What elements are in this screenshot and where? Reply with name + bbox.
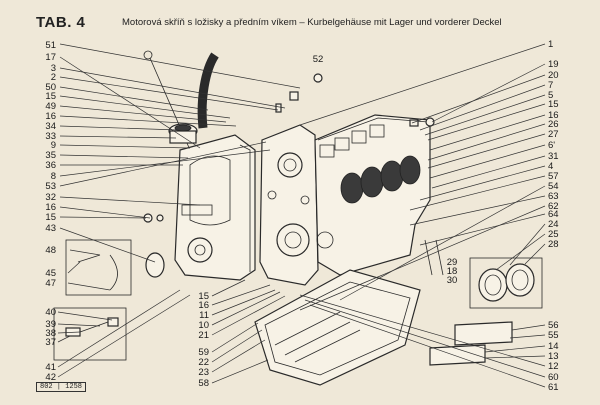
callout-right-10: 31 <box>548 151 559 162</box>
callout-bottom-7: 23 <box>198 367 209 378</box>
callout-left-23: 39 <box>45 319 56 330</box>
callout-right-13: 54 <box>548 181 559 192</box>
gasket-plate <box>259 124 319 286</box>
callout-right-2: 20 <box>548 70 559 81</box>
callout-labels: 5117325015491634339353685332161543484547… <box>45 39 558 393</box>
callout-right-5: 15 <box>548 99 559 110</box>
callout-left-14: 53 <box>45 181 56 192</box>
callout-bottom-1: 16 <box>198 300 209 311</box>
callout-right-16: 64 <box>548 209 559 220</box>
callout-left-18: 43 <box>45 223 56 234</box>
oil-pan <box>254 269 421 386</box>
callout-left-26: 41 <box>45 362 56 373</box>
callout-left-21: 47 <box>45 278 56 289</box>
callout-left-20: 45 <box>45 268 56 279</box>
callout-right-4: 5 <box>548 90 553 101</box>
callout-mid-0: 29 <box>447 257 458 268</box>
callout-left-4: 50 <box>45 82 56 93</box>
callout-left-22: 40 <box>45 307 56 318</box>
callout-left-3: 2 <box>51 72 56 83</box>
callout-left-12: 36 <box>45 160 56 171</box>
callout-left-7: 16 <box>45 111 56 122</box>
callout-left-24: 38 <box>45 328 56 339</box>
callout-left-11: 35 <box>45 150 56 161</box>
callout-left-10: 9 <box>51 140 56 151</box>
bearing-shells <box>469 257 543 309</box>
callout-right-14: 63 <box>548 191 559 202</box>
tab-label: TAB. 4 <box>36 14 86 31</box>
front-cover <box>174 134 256 281</box>
callout-right-26: 61 <box>548 382 559 393</box>
callout-mid-2: 30 <box>447 275 458 286</box>
callout-top: 52 <box>313 54 324 65</box>
callout-bottom-8: 58 <box>198 378 209 389</box>
callout-bottom-4: 21 <box>198 330 209 341</box>
callout-right-17: 24 <box>548 219 559 230</box>
callout-right-24: 12 <box>548 361 559 372</box>
callout-right-18: 25 <box>548 229 559 240</box>
callout-left-15: 32 <box>45 192 56 203</box>
callout-right-6: 16 <box>548 110 559 121</box>
filler-tube <box>197 52 219 129</box>
callout-bottom-6: 22 <box>198 357 209 368</box>
callout-right-23: 13 <box>548 351 559 362</box>
cylinder-bores <box>340 155 421 204</box>
callout-right-1: 19 <box>548 59 559 70</box>
callout-left-5: 15 <box>45 91 56 102</box>
callout-left-9: 33 <box>45 131 56 142</box>
callout-right-11: 4 <box>548 161 553 172</box>
callout-right-21: 55 <box>548 330 559 341</box>
callout-right-19: 28 <box>548 239 559 250</box>
plate-stamp: 802 | 1258 <box>36 382 87 392</box>
diagram-title: Motorová skříň s ložisky a předním víkem… <box>122 17 502 28</box>
callout-bottom-5: 59 <box>198 347 209 358</box>
leader-lines <box>57 43 546 388</box>
callout-bottom-2: 11 <box>199 310 209 321</box>
crankcase-block <box>314 114 431 276</box>
callout-mid-1: 18 <box>447 266 458 277</box>
callout-left-2: 3 <box>51 63 56 74</box>
callout-left-19: 48 <box>45 245 56 256</box>
callout-right-20: 56 <box>548 320 559 331</box>
detail-box-valve <box>53 307 127 361</box>
callout-left-8: 34 <box>45 121 56 132</box>
callout-right-15: 62 <box>548 201 559 212</box>
callout-right-8: 27 <box>548 129 559 140</box>
callout-right-9: 6' <box>548 140 555 151</box>
callout-right-22: 14 <box>548 341 559 352</box>
callout-left-1: 17 <box>45 52 56 63</box>
callout-left-6: 49 <box>45 101 56 112</box>
callout-left-17: 15 <box>45 212 56 223</box>
callout-right-12: 57 <box>548 171 559 182</box>
callout-left-25: 37 <box>45 337 56 348</box>
callout-right-3: 7 <box>548 80 553 91</box>
detail-box-tensioner <box>65 239 165 296</box>
callout-left-16: 16 <box>45 202 56 213</box>
filler-cap <box>168 123 198 144</box>
callout-right-25: 60 <box>548 372 559 383</box>
callout-bottom-3: 10 <box>198 320 209 331</box>
callout-right-0: 1 <box>548 39 553 50</box>
callout-right-7: 26 <box>548 119 559 130</box>
callout-left-27: 42 <box>45 372 56 383</box>
callout-left-13: 8 <box>51 171 56 182</box>
callout-left-0: 51 <box>45 40 56 51</box>
cover-plates <box>429 321 513 366</box>
callout-bottom-0: 15 <box>198 291 209 302</box>
